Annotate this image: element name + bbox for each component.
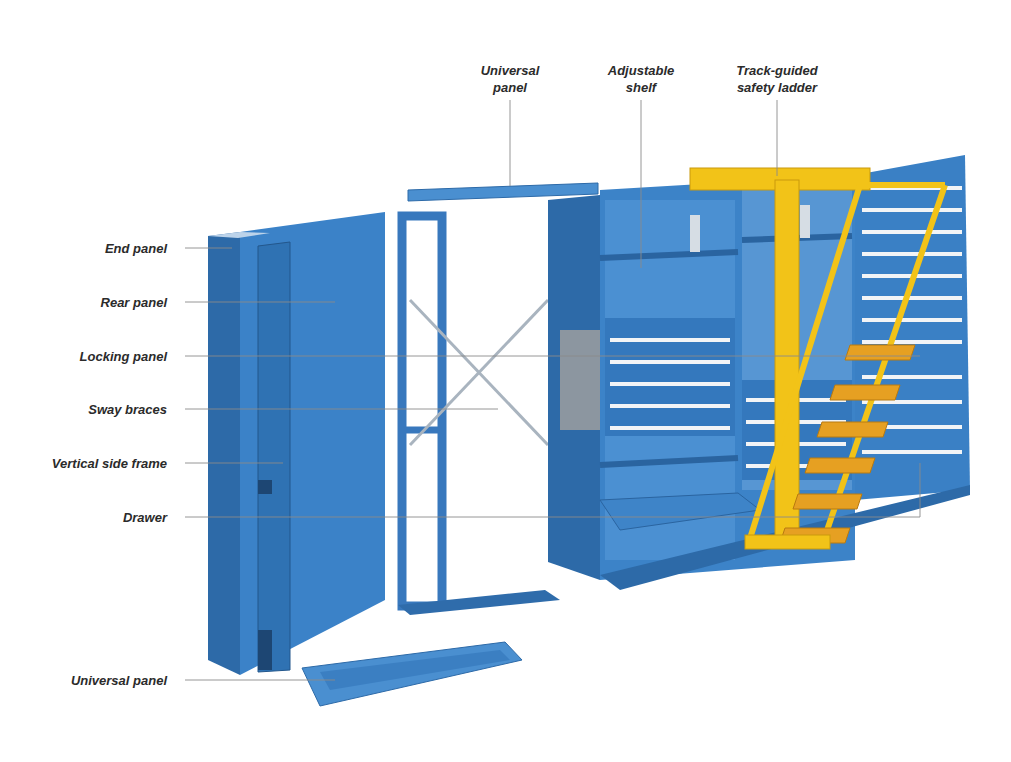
drawer-handles [610, 338, 730, 430]
leader-lines [185, 100, 920, 680]
part-label: Track-guided safety ladder [725, 62, 829, 96]
open-drawer [560, 330, 600, 430]
part-label: Universal panel [470, 62, 550, 96]
drawer-block [605, 318, 735, 436]
end-panel [208, 232, 240, 675]
sway-brace [410, 300, 548, 445]
open-frame [402, 216, 442, 606]
divider [800, 205, 810, 238]
divider [690, 215, 700, 252]
universal-panel-bottom [302, 642, 522, 706]
part-label: Vertical side frame [52, 455, 167, 472]
part-label: Adjustable shelf [599, 62, 683, 96]
right-drawer-unit [855, 155, 970, 500]
frame-base [398, 590, 560, 615]
vertical-side-frame [258, 242, 290, 672]
drawer-handles [862, 186, 962, 454]
pull-out-shelf [600, 493, 760, 530]
shelf [600, 458, 738, 465]
cabinet-front [600, 175, 855, 580]
shelf [600, 252, 738, 258]
part-label: Locking panel [80, 348, 167, 365]
frame-slot [258, 480, 272, 494]
end-panel-top [208, 232, 270, 238]
frame-slot [258, 630, 272, 670]
part-label: Drawer [123, 509, 167, 526]
cabinet-side [548, 195, 600, 580]
part-label: End panel [105, 240, 167, 257]
part-label: Rear panel [101, 294, 167, 311]
panel-recess [320, 650, 510, 690]
part-label: Sway braces [88, 401, 167, 418]
sway-brace [410, 300, 548, 445]
rear-panel [240, 212, 385, 675]
part-label: Universal panel [71, 672, 167, 689]
safety-ladder [690, 168, 945, 549]
